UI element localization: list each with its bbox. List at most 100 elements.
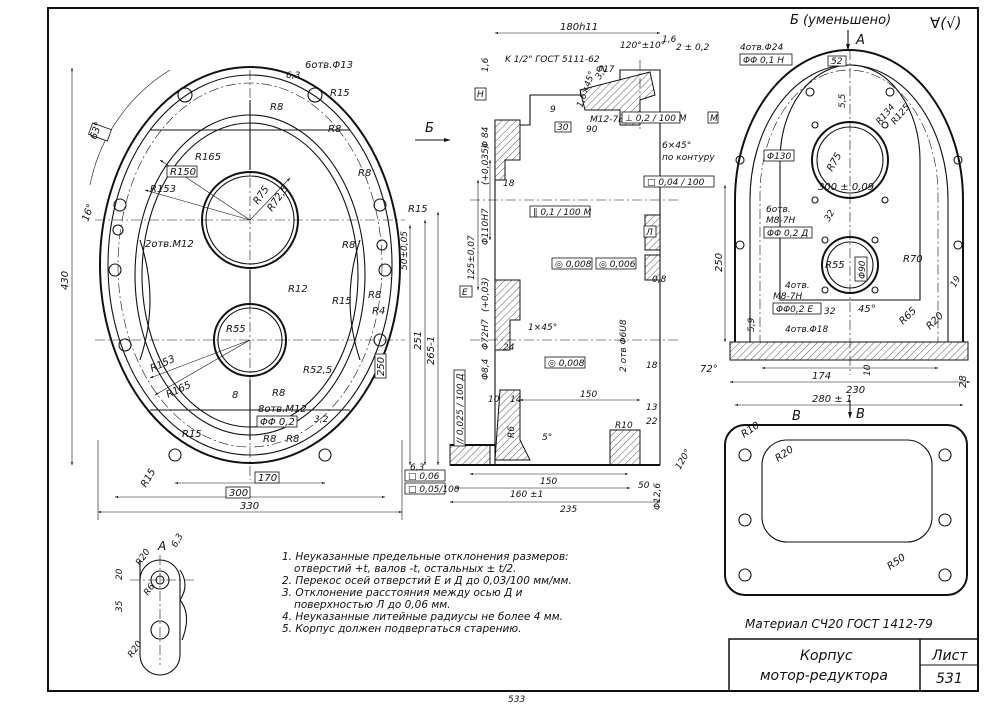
dim-430: 430	[60, 271, 71, 290]
dim-14: 14	[510, 395, 522, 405]
radius-r15c: R15	[332, 296, 352, 307]
dim-ang120: 120°±10°	[620, 41, 665, 51]
material-spec: Материал СЧ20 ГОСТ 1412-79	[745, 617, 933, 631]
dim-251: 251	[413, 331, 424, 350]
side-r55: R55	[825, 260, 845, 271]
thread-label: K 1/2" ГОСТ 5111-62	[505, 55, 600, 65]
datum-e: E	[462, 288, 468, 298]
dim-c1x45: 1×45°	[528, 323, 557, 333]
tol-pos-front: ΦΦ 0,2	[260, 417, 295, 428]
dim-300: 300	[229, 488, 248, 499]
dim-160: 160 ±1	[510, 490, 543, 500]
side-tol01: ΦΦ 0,1 H	[743, 56, 784, 66]
side-d280: 280 ± 1	[812, 394, 852, 405]
dim-13: 13	[646, 403, 658, 413]
radius-r8a: R8	[270, 102, 283, 113]
side-tol02a: ΦΦ 0,2 Д	[767, 229, 808, 239]
side-holes18: 4отв.Φ18	[785, 325, 828, 335]
detail-r6: R6	[142, 582, 157, 598]
radius-r525: R52,5	[303, 365, 332, 376]
section-v-label: В	[792, 409, 801, 424]
bb-r50: R50	[885, 552, 907, 572]
dim-c6x45: 6×45°	[662, 141, 691, 151]
datum-l: Л	[645, 228, 653, 238]
radius-r55: R55	[226, 324, 246, 335]
angle-16: 16°	[80, 203, 96, 223]
tol-006b: □ 0,06	[408, 472, 440, 482]
radius-r15a: R15	[330, 88, 350, 99]
radius-r8c: R8	[358, 168, 371, 179]
detail-a-label: A	[157, 539, 166, 553]
note-line-7: 5. Корпус должен подвергаться старению.	[282, 623, 521, 635]
side-r65: R65	[897, 305, 919, 327]
side-ang72: 72°	[700, 364, 718, 375]
front-view: 330 300 170 430 250 251 265-1 50±0,05 63…	[60, 60, 440, 520]
side-tol02b: ΦΦ0,2 E	[776, 305, 813, 315]
dim-d12: Φ12,6	[653, 483, 663, 510]
title-sheet-label: Лист	[931, 648, 968, 664]
dim-10: 10	[488, 395, 500, 405]
note-line-2: отверстий +t, валов -t, остальных ± t/2.	[294, 563, 516, 575]
radius-r8f: R8	[272, 388, 285, 399]
dim-170: 170	[258, 473, 277, 484]
title-part-2: мотор-редуктора	[760, 668, 888, 684]
rough-63-sec: 6,3	[410, 463, 425, 473]
radius-r165b: R165	[165, 380, 193, 401]
radius-r8b: R8	[328, 124, 341, 135]
side-ang45: 45°	[858, 304, 876, 315]
tol-flat-100: □ 0,04 / 100	[647, 178, 705, 188]
title-block: Корпус мотор-редуктора Лист 531	[728, 638, 979, 692]
tol-flat-005: □ 0,05/100	[408, 485, 460, 495]
side-d32a: 32	[824, 307, 836, 317]
tol-006: ◎ 0,006	[599, 260, 636, 270]
detail-d20: 20	[115, 568, 125, 580]
side-view: Б (уменьшено) A 4отв.Φ24 ΦΦ 0,1 H	[700, 13, 971, 422]
dim-d72: Φ72H7	[481, 319, 491, 350]
side-holes-m8a: 6отв.	[766, 205, 791, 215]
radius-r8d: R8	[342, 240, 355, 251]
dim-250: 250	[376, 357, 387, 376]
side-d10: 10	[863, 364, 873, 376]
dim-235: 235	[560, 505, 577, 515]
radius-r8e: R8	[368, 290, 381, 301]
detail-r20a: R20	[134, 547, 153, 567]
note-line-3: 2. Перекос осей отверстий Е и Д до 0,03/…	[282, 575, 572, 587]
dim-22: 22	[646, 417, 658, 427]
dim-r6: R6	[507, 426, 517, 438]
rough-16-sec: 1,6	[481, 57, 491, 72]
dim-18a: 18	[503, 179, 515, 189]
tol-0025: // 0,025 / 100 Д	[456, 373, 466, 445]
rough-08-sec: 0,8	[652, 275, 667, 285]
side-d59: 5,9	[747, 317, 757, 332]
radius-r165a: R165	[195, 152, 221, 163]
tol-008b: ◎ 0,008	[548, 359, 585, 369]
dim-16: 1,6	[662, 35, 677, 45]
detail-a: A 20 35 R20 R20 R6 6,3	[115, 532, 195, 676]
side-r70: R70	[903, 254, 923, 265]
dim-8: 8	[232, 390, 238, 401]
side-d32b: 32	[823, 208, 838, 223]
dim-d72-tol: (+0,03)	[481, 277, 491, 312]
tol-008a: ◎ 0,008	[555, 260, 592, 270]
dim-m12: M12-7H	[590, 115, 625, 125]
dim-150a: 150	[580, 390, 597, 400]
side-d250: 250	[714, 253, 725, 272]
side-holes-m8b: 4отв.	[785, 281, 810, 291]
side-r75: R75	[825, 151, 844, 174]
radius-r15e: R15	[139, 467, 158, 490]
dim-d110: Φ110H7	[481, 208, 491, 245]
detail-r20b: R20	[126, 639, 145, 659]
view-b-label: Б (уменьшено)	[790, 13, 891, 28]
note-line-5: поверхностью Л до 0,06 мм.	[294, 599, 451, 611]
dim-330: 330	[240, 501, 259, 512]
label-holes-m12b: 8отв.M12	[258, 404, 307, 415]
title-part-1: Корпус	[800, 648, 853, 664]
side-d52: 52	[831, 57, 843, 67]
label-holes-m12: 2отв.M12	[145, 239, 194, 250]
side-d90: Φ90	[858, 260, 868, 279]
radius-r4: R4	[372, 306, 385, 317]
detail-d35: 35	[115, 600, 125, 612]
section-view: Б 180h11 K 1/2" ГОСТ 5111-62 M12-7H 120°…	[404, 22, 719, 515]
title-sheet-number: 531	[936, 671, 963, 687]
side-r20: R20	[924, 310, 946, 332]
